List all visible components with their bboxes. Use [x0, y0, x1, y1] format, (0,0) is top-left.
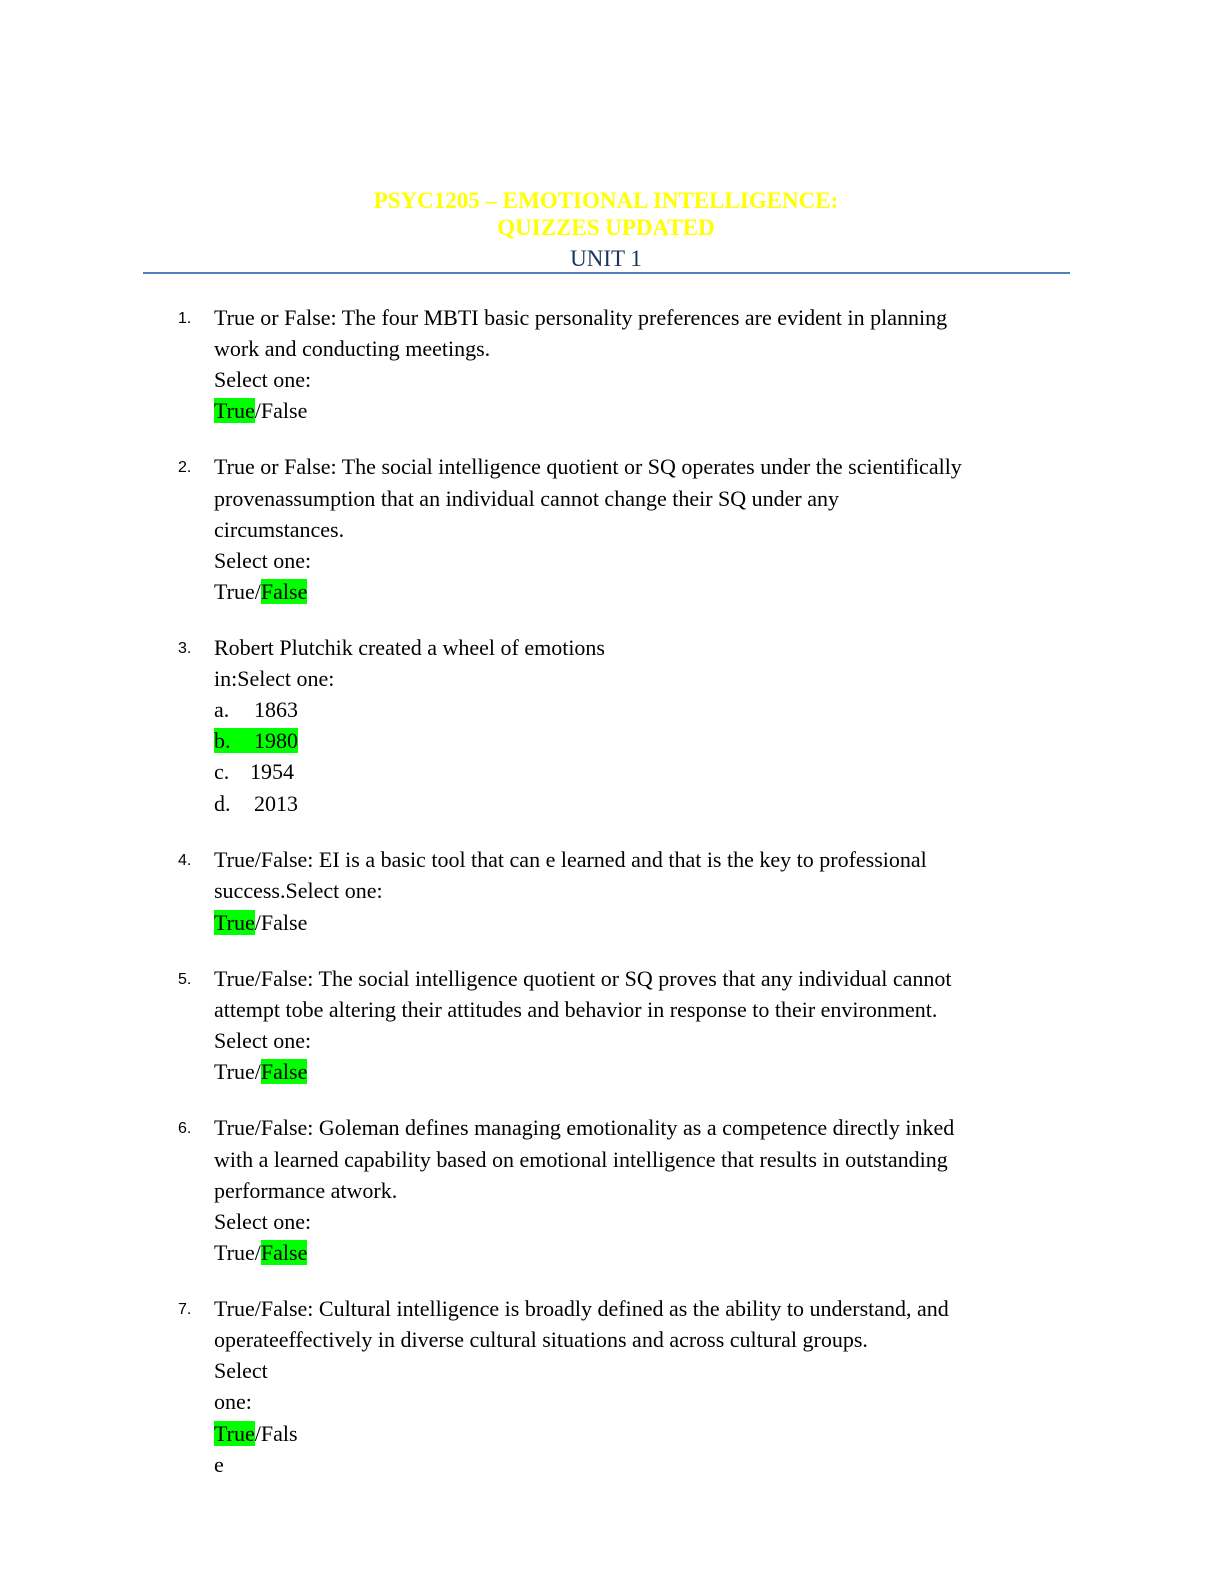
answer-false-selected[interactable]: False [260, 1240, 308, 1265]
unit-heading: UNIT 1 [570, 246, 642, 271]
document-title-line2: QUIZZES UPDATED [497, 215, 715, 240]
question-text: success.Select one: [214, 878, 383, 903]
question-number: 5. [178, 971, 192, 988]
answer-false-selected[interactable]: False [260, 579, 308, 604]
question-number: 4. [178, 852, 192, 869]
answer-choices: True/False [214, 908, 307, 938]
answer-false[interactable]: Fals [260, 1421, 298, 1446]
answer-true-selected[interactable]: True [214, 910, 255, 935]
select-label: Select [214, 1358, 268, 1383]
select-one-label: Select one: [214, 367, 312, 392]
option-letter: b. [214, 728, 231, 753]
answer-false[interactable]: False [260, 398, 308, 423]
answer-separator: / [254, 1421, 261, 1446]
answer-choices: True/False [214, 577, 308, 607]
answer-choices: True/False [214, 1238, 308, 1268]
question-number: 3. [178, 640, 192, 657]
answer-false-trailing: e [214, 1452, 224, 1477]
question-text: circumstances. [214, 517, 345, 542]
select-one-label: Select one: [214, 1209, 312, 1234]
question-text: True/False: Cultural intelligence is bro… [214, 1296, 949, 1321]
question-text: Robert Plutchik created a wheel of emoti… [214, 635, 605, 660]
question-text: True/False: The social intelligence quot… [214, 966, 952, 991]
select-one-label: Select one: [214, 548, 312, 573]
question-text: work and conducting meetings. [214, 336, 491, 361]
question-text: True or False: The social intelligence q… [214, 454, 962, 479]
question-text: True/False: EI is a basic tool that can … [214, 847, 927, 872]
question-text: performance atwork. [214, 1178, 398, 1203]
option-letter: a. [214, 697, 230, 722]
question-text: provenassumption that an individual cann… [214, 486, 840, 511]
answer-separator: / [254, 1240, 261, 1265]
answer-separator: / [254, 398, 261, 423]
answer-true[interactable]: True [214, 1059, 255, 1084]
one-label: one: [214, 1389, 252, 1414]
question-number: 1. [178, 310, 192, 327]
answer-true[interactable]: True [214, 579, 255, 604]
answer-true[interactable]: True [214, 1240, 255, 1265]
question-number: 7. [178, 1301, 192, 1318]
answer-separator: / [254, 910, 261, 935]
question-number: 6. [178, 1120, 192, 1137]
option-letter: c. [214, 759, 230, 784]
select-one-label: Select one: [214, 1028, 312, 1053]
question-number: 2. [178, 459, 192, 476]
question-text: operateeffectively in diverse cultural s… [214, 1327, 868, 1352]
answer-separator: / [254, 1059, 261, 1084]
option-letter: d. [214, 791, 231, 816]
answer-choices: True/False [214, 396, 307, 426]
answer-separator: / [254, 579, 261, 604]
option-c[interactable]: c. 1954 [214, 757, 294, 787]
answer-true-selected[interactable]: True [214, 1421, 255, 1446]
answer-false[interactable]: False [260, 910, 308, 935]
document-title-line1: PSYC1205 – EMOTIONAL INTELLIGENCE: [373, 188, 839, 213]
answer-false-selected[interactable]: False [260, 1059, 308, 1084]
question-text: attempt tobe altering their attitudes an… [214, 997, 938, 1022]
select-one-label: in:Select one: [214, 666, 335, 691]
answer-true-selected[interactable]: True [214, 398, 255, 423]
option-value: 1954 [250, 759, 294, 784]
option-value: 2013 [254, 791, 298, 816]
answer-choices: True/Fals [214, 1419, 298, 1449]
answer-choices: True/False [214, 1057, 308, 1087]
option-d[interactable]: d. 2013 [214, 789, 298, 819]
option-value: 1863 [254, 697, 298, 722]
question-text: with a learned capability based on emoti… [214, 1147, 948, 1172]
question-text: True/False: Goleman defines managing emo… [214, 1115, 955, 1140]
option-a[interactable]: a. 1863 [214, 695, 298, 725]
option-b-selected[interactable]: b. 1980 [214, 726, 298, 756]
question-text: True or False: The four MBTI basic perso… [214, 305, 948, 330]
heading-rule [143, 272, 1070, 274]
option-value: 1980 [254, 728, 298, 753]
